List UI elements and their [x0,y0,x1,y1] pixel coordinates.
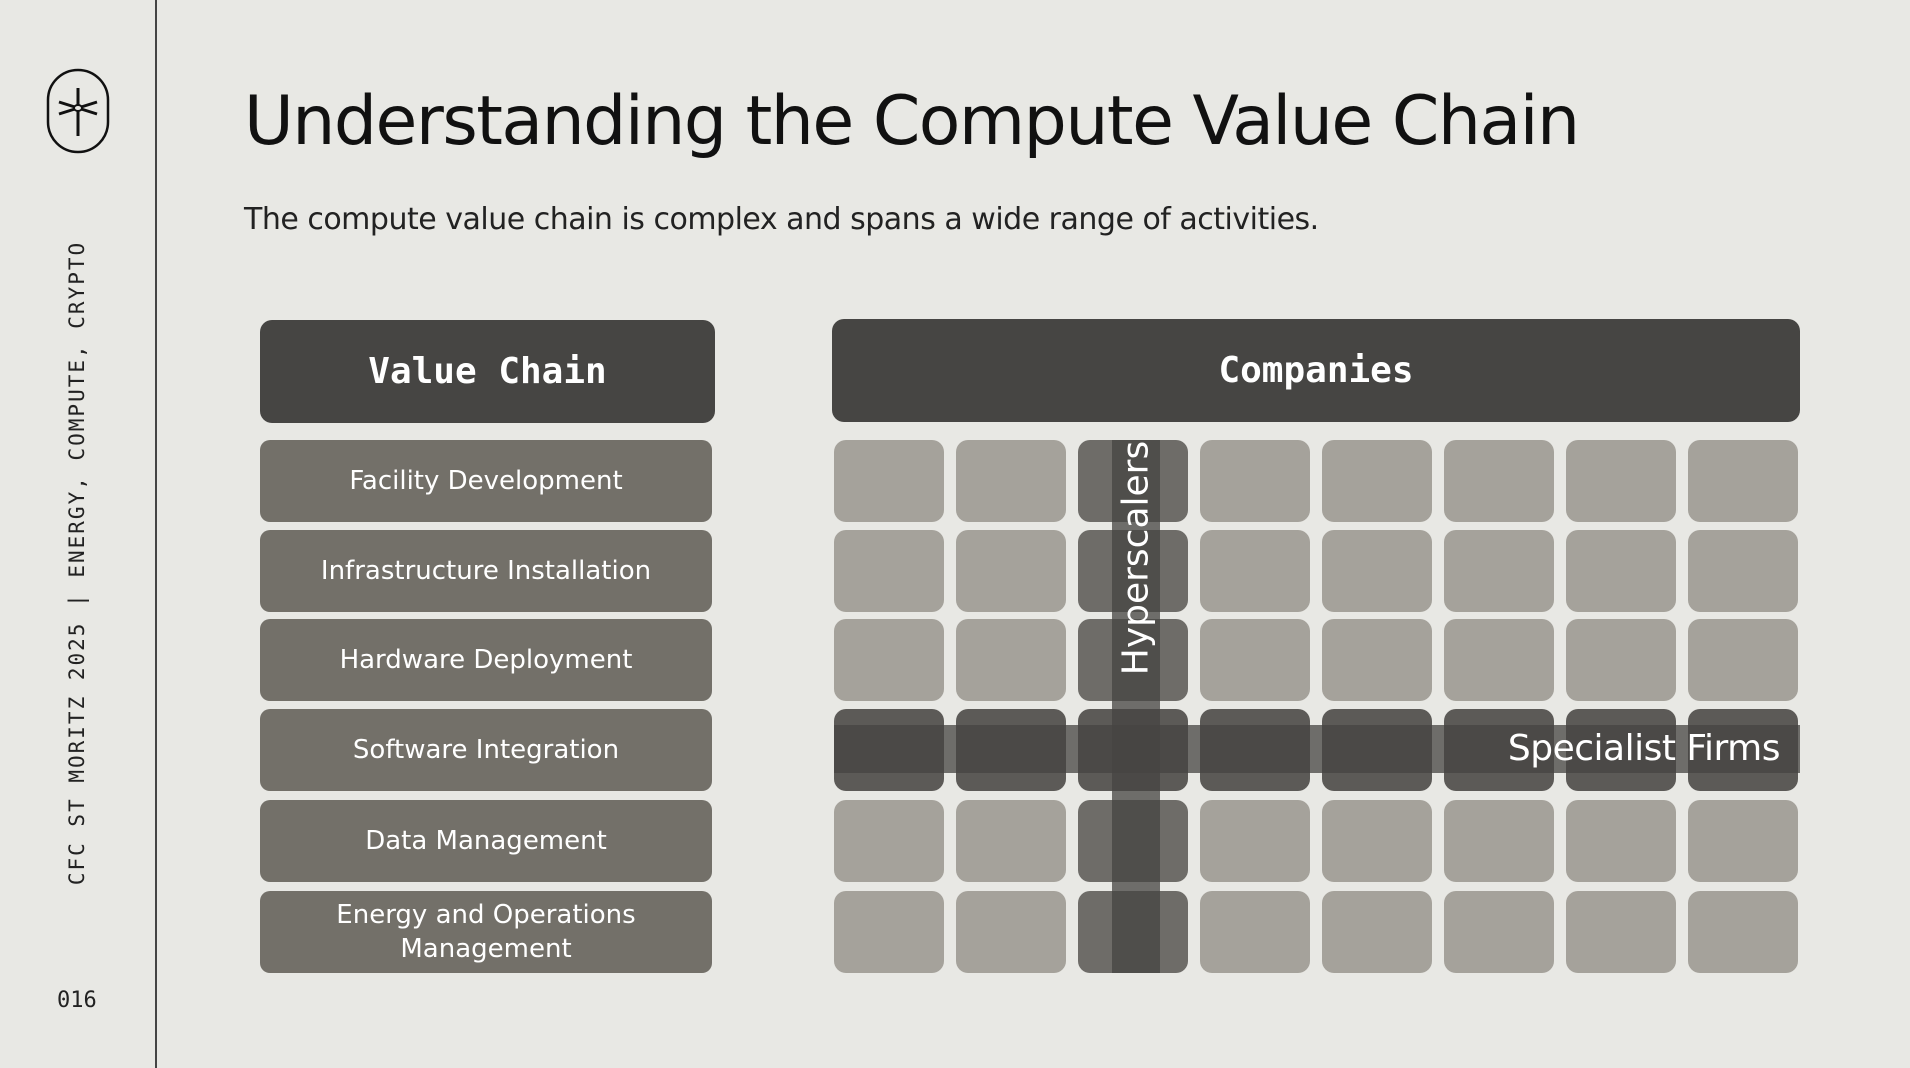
company-cell [956,440,1066,522]
page-title: Understanding the Compute Value Chain [244,82,1580,161]
company-cell [1322,619,1432,701]
value-chain-item: Software Integration [260,709,712,791]
company-cell [1444,619,1554,701]
company-cell [834,619,944,701]
specialist-firms-band [834,725,1800,773]
company-cell [1200,800,1310,882]
page-subtitle: The compute value chain is complex and s… [244,202,1319,237]
company-cell [1566,800,1676,882]
company-cell [956,530,1066,612]
company-cell [1322,891,1432,973]
company-cell [1688,530,1798,612]
company-cell [1200,619,1310,701]
company-cell [1688,800,1798,882]
company-cell [1566,530,1676,612]
sidebar: CFC ST MORITZ 2025 | ENERGY, COMPUTE, CR… [0,0,157,1068]
value-chain-item: Energy and Operations Management [260,891,712,973]
value-chain-item: Facility Development [260,440,712,522]
company-cell [834,530,944,612]
company-cell [1322,440,1432,522]
value-chain-item: Infrastructure Installation [260,530,712,612]
company-cell [1200,530,1310,612]
companies-header: Companies [832,319,1800,422]
company-cell [1688,619,1798,701]
value-chain-item: Hardware Deployment [260,619,712,701]
company-cell [1322,530,1432,612]
company-cell [1444,891,1554,973]
company-cell [834,800,944,882]
company-cell [1566,619,1676,701]
company-cell [1444,800,1554,882]
specialist-firms-label: Specialist Firms [1507,728,1781,769]
logo-icon [46,68,110,154]
company-cell [1444,530,1554,612]
company-cell [1200,891,1310,973]
page-number: 016 [57,988,97,1013]
company-cell [834,891,944,973]
company-cell [1200,440,1310,522]
company-cell [1566,891,1676,973]
hyperscalers-band [1112,440,1160,973]
hyperscalers-label: Hyperscalers [1115,440,1157,676]
company-cell [1688,891,1798,973]
company-cell [956,619,1066,701]
company-cell [1566,440,1676,522]
value-chain-header: Value Chain [260,320,715,423]
company-cell [956,891,1066,973]
company-cell [1688,440,1798,522]
company-cell [1322,800,1432,882]
event-caption: CFC ST MORITZ 2025 | ENERGY, COMPUTE, CR… [65,240,89,886]
company-cell [1444,440,1554,522]
value-chain-item: Data Management [260,800,712,882]
company-cell [834,440,944,522]
company-cell [956,800,1066,882]
